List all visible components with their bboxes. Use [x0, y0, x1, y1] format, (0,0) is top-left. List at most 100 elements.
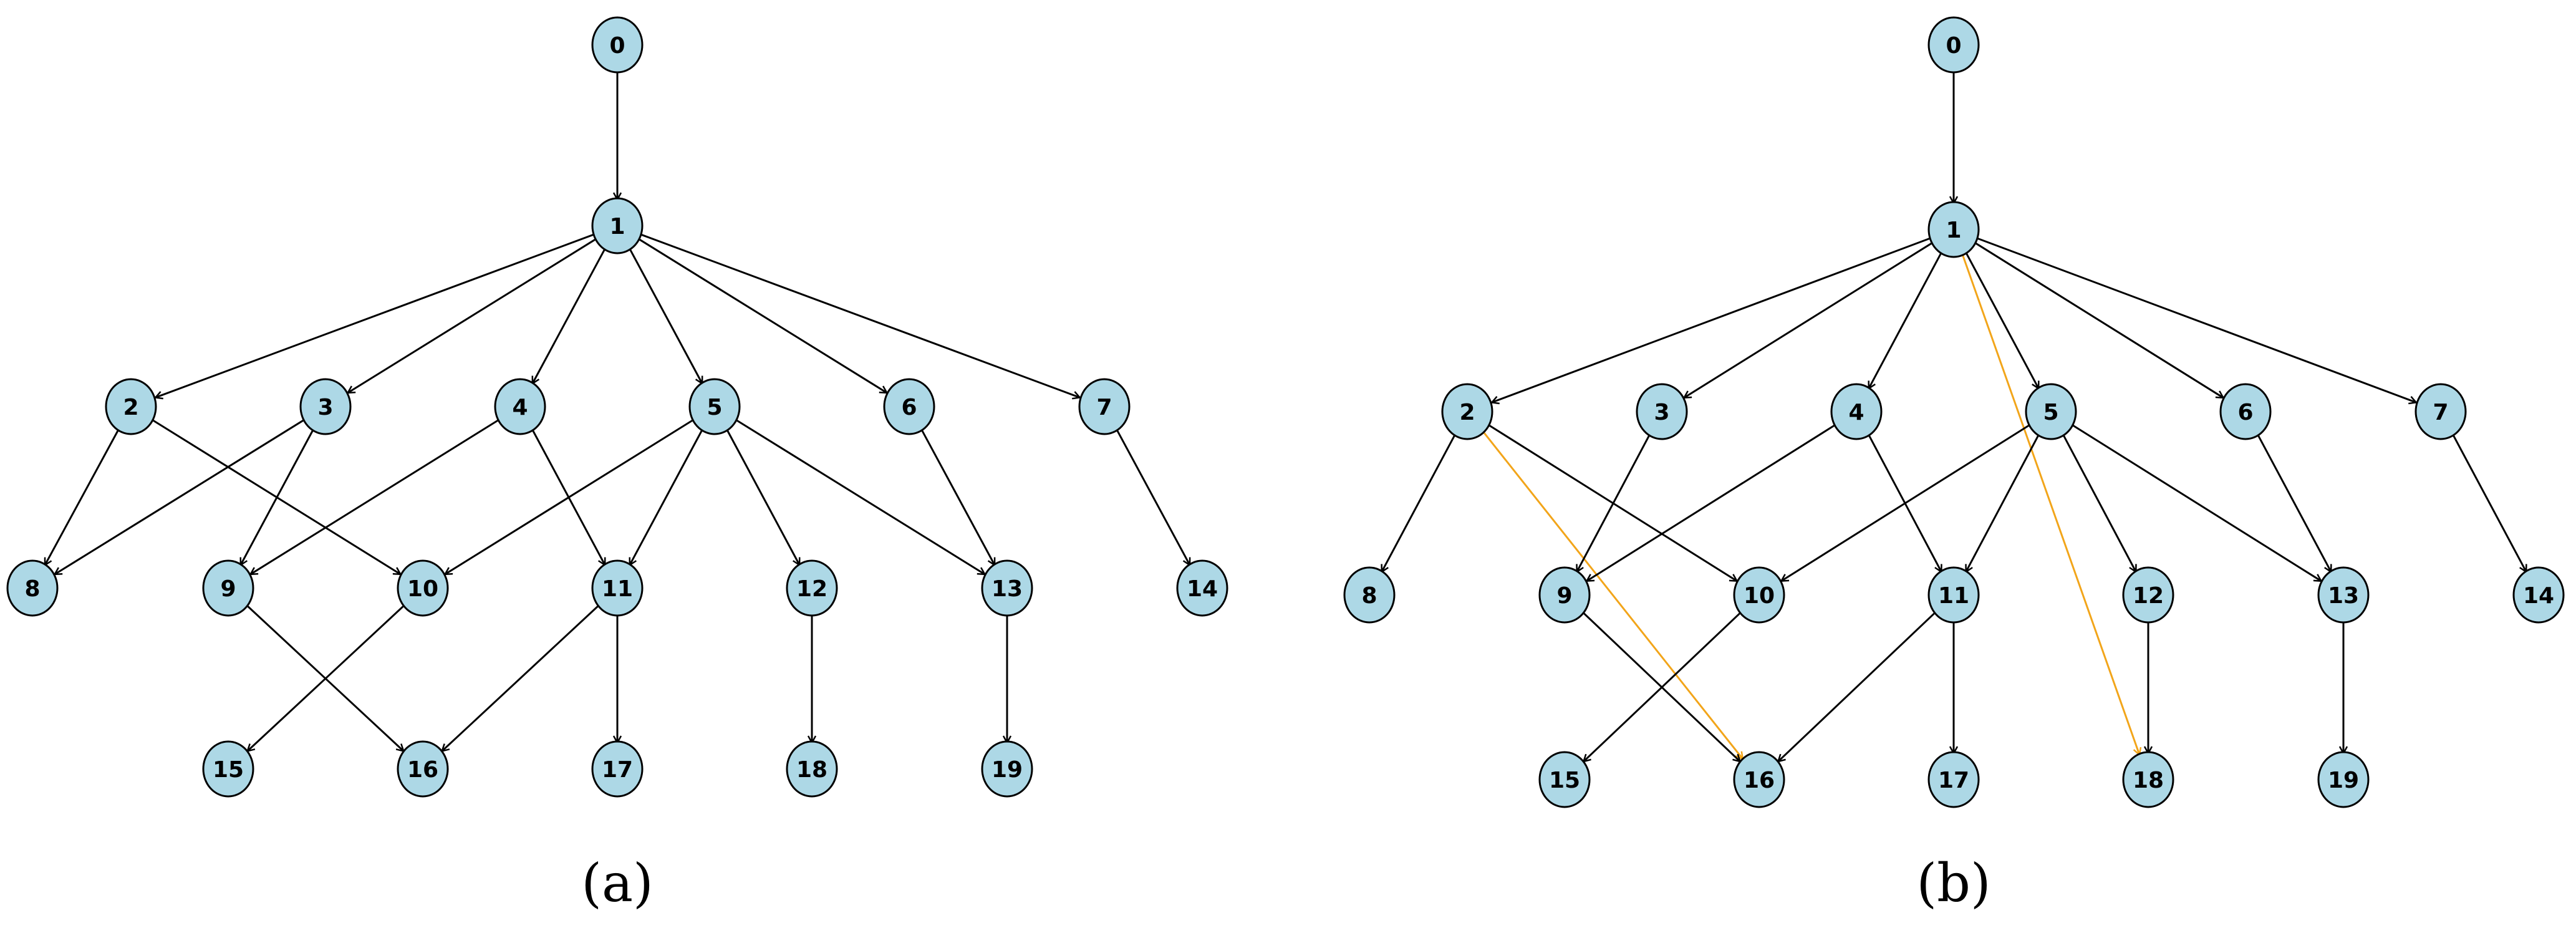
node-label: 10	[1744, 583, 1775, 609]
panel-b-edge-5-13	[2072, 423, 2322, 581]
panel-a-edge-5-12	[725, 428, 799, 565]
node-label: 15	[1549, 768, 1580, 793]
node-circle	[2512, 566, 2565, 624]
panel-b-edge-1-7	[1976, 237, 2416, 402]
panel-b-node-8: 8	[1343, 566, 1396, 624]
node-label: 14	[1187, 576, 1218, 602]
node-label: 18	[796, 757, 827, 783]
node-label: 14	[2523, 583, 2554, 609]
node-label: 13	[2328, 583, 2359, 609]
node-circle	[591, 197, 644, 254]
panel-b-node-4: 4	[1830, 383, 1883, 440]
node-circle	[6, 559, 59, 617]
node-circle	[1538, 566, 1591, 624]
node-circle	[1636, 383, 1688, 440]
panel-b-edge-1-3	[1684, 241, 1933, 398]
node-label: 6	[2237, 400, 2253, 425]
panel-b-node-11: 11	[1927, 566, 1980, 624]
panel-a-node-7: 7	[1078, 378, 1131, 435]
node-circle	[397, 740, 449, 798]
panel-a-node-11: 11	[591, 559, 644, 617]
panel-b-edge-10-15	[1583, 611, 1742, 762]
node-label: 2	[1459, 400, 1475, 425]
node-circle	[202, 559, 254, 617]
node-label: 4	[512, 395, 528, 420]
node-label: 8	[1361, 583, 1377, 609]
panel-a-node-10: 10	[397, 559, 449, 617]
node-circle	[591, 740, 644, 798]
panel-b-node-2: 2	[1441, 383, 1493, 440]
node-circle	[1927, 566, 1980, 624]
node-circle	[105, 378, 157, 435]
panel-b-edge-1-2	[1492, 237, 1931, 402]
panel-a-edge-1-2	[155, 233, 595, 397]
node-label: 6	[901, 395, 917, 420]
panel-a-node-8: 8	[6, 559, 59, 617]
node-circle	[981, 740, 1033, 798]
node-label: 19	[2328, 768, 2359, 793]
panel-a-edge-7-14	[1115, 428, 1191, 565]
node-circle	[591, 16, 644, 74]
panel-a-edge-1-3	[348, 238, 597, 393]
node-circle	[981, 559, 1033, 617]
node-circle	[1078, 378, 1131, 435]
panel-b-node-16: 16	[1733, 751, 1785, 808]
node-label: 18	[2133, 768, 2164, 793]
panel-a-edge-1-4	[533, 247, 607, 384]
node-circle	[688, 378, 741, 435]
node-label: 12	[2133, 583, 2164, 609]
panel-a-node-15: 15	[202, 740, 254, 798]
panel-b-edge-5-10	[1782, 424, 2030, 581]
node-label: 19	[991, 757, 1023, 783]
panel-a-edge-1-7	[640, 233, 1079, 397]
panel-b-node-18: 18	[2122, 751, 2174, 808]
node-label: 3	[317, 395, 333, 420]
node-circle	[2219, 383, 2272, 440]
panel-a-edges	[44, 70, 1191, 751]
panel-b-node-10: 10	[1733, 566, 1785, 624]
panel-a-node-14: 14	[1176, 559, 1228, 617]
panel-a-node-13: 13	[981, 559, 1033, 617]
node-circle	[1441, 383, 1493, 440]
panel-a-node-6: 6	[883, 378, 935, 435]
panel-a-edge-4-9	[251, 418, 499, 574]
node-label: 4	[1848, 400, 1864, 425]
node-circle	[591, 559, 644, 617]
panel-a-node-12: 12	[786, 559, 838, 617]
panel-b-edge-6-13	[2256, 433, 2331, 572]
panel-b-edge-11-16	[1778, 611, 1937, 762]
node-circle	[1176, 559, 1228, 617]
node-circle	[397, 559, 449, 617]
panel-b-node-15: 15	[1538, 751, 1591, 808]
node-label: 0	[1946, 33, 1961, 59]
panel-a-node-5: 5	[688, 378, 741, 435]
node-label: 7	[2433, 400, 2448, 425]
node-circle	[2317, 751, 2370, 808]
node-label: 15	[213, 757, 244, 783]
panel-a-caption: (a)	[581, 853, 654, 914]
panel-b-edge-4-9	[1587, 424, 1836, 581]
node-label: 3	[1654, 400, 1669, 425]
node-circle	[2414, 383, 2467, 440]
panel-a-edge-10-15	[248, 604, 405, 751]
node-label: 13	[991, 576, 1023, 602]
node-circle	[2025, 383, 2077, 440]
node-circle	[2122, 566, 2174, 624]
panel-a-edge-3-8	[55, 418, 305, 574]
node-circle	[202, 740, 254, 798]
node-label: 12	[796, 576, 827, 602]
node-circle	[299, 378, 352, 435]
panel-a-edge-5-13	[735, 418, 985, 574]
node-label: 7	[1096, 395, 1112, 420]
node-label: 16	[407, 757, 438, 783]
panel-a-node-0: 0	[591, 16, 644, 74]
panel-b-node-17: 17	[1927, 751, 1980, 808]
node-circle	[1538, 751, 1591, 808]
panel-a-edge-3-9	[241, 428, 315, 565]
node-label: 0	[609, 33, 625, 59]
panel-b-caption: (b)	[1916, 853, 1990, 914]
panel-b-edge-5-12	[2062, 433, 2136, 572]
